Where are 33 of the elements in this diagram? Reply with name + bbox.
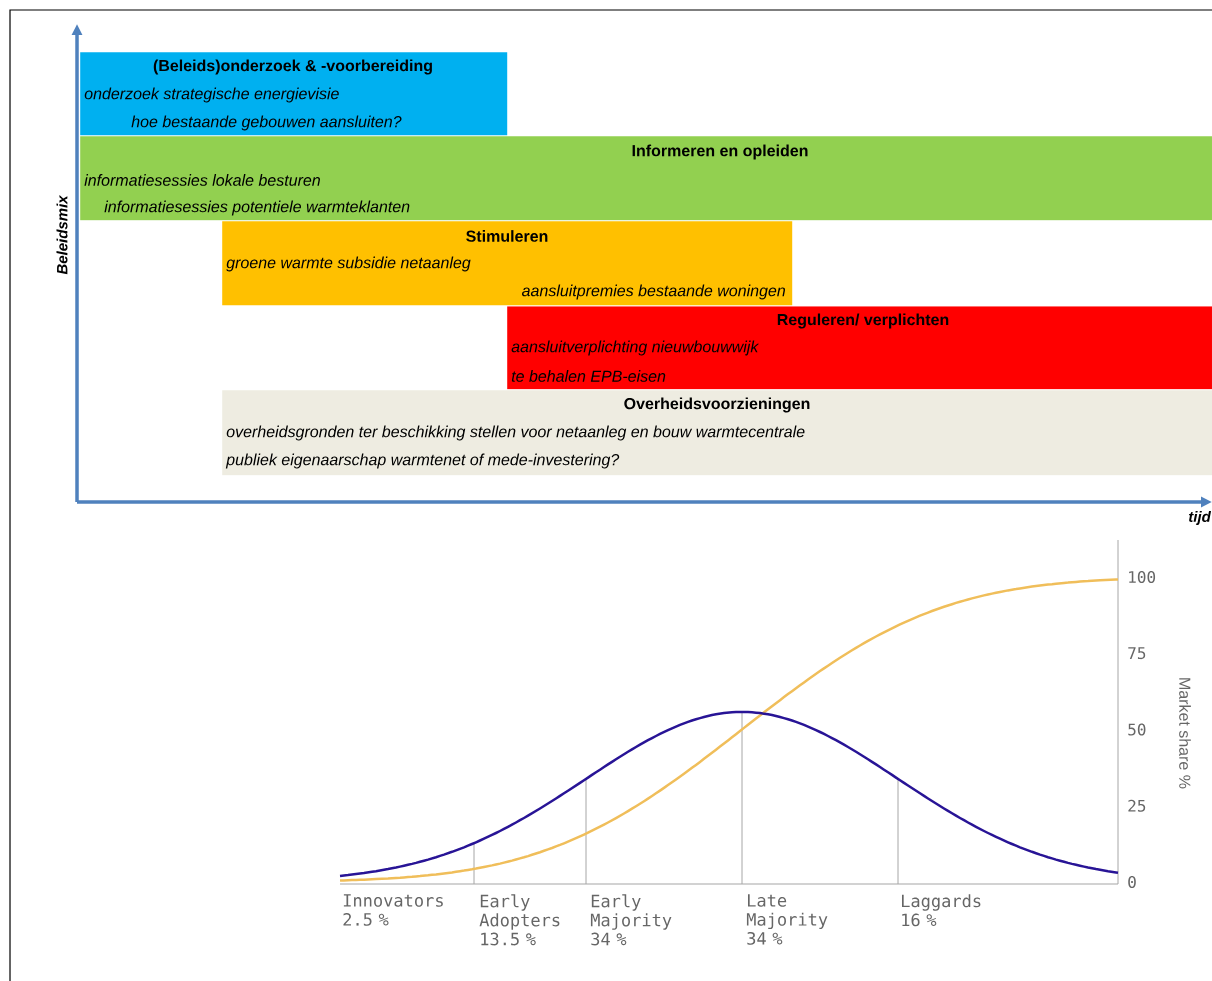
- band-item: groene warmte subsidie netaanleg: [226, 256, 471, 272]
- segment-label: Laggards 16 %: [902, 894, 981, 927]
- policy-band: [507, 306, 1212, 390]
- band-heading: Reguleren/ verplichten: [777, 313, 949, 329]
- segment-label: Innovators 2.5 %: [343, 894, 443, 926]
- band-heading: Informeren en opleiden: [632, 144, 808, 160]
- tick-label: 100: [1129, 570, 1156, 584]
- band-item: informatiesessies potentiele warmteklanten: [104, 200, 410, 216]
- tick-label: 0: [1128, 875, 1136, 889]
- policy-band: [222, 390, 1212, 476]
- band-item: informatiesessies lokale besturen: [84, 174, 320, 186]
- segment-label: Late Majority 34 %: [746, 894, 828, 945]
- band-item: overheidsgronden ter beschikking stellen voor netaanleg en bouw warmtecentrale: [226, 425, 805, 441]
- band-item: hoe bestaande gebouwen aansluiten?: [131, 115, 402, 131]
- tick-label: 75: [1128, 647, 1146, 660]
- tick-label: 50: [1128, 723, 1146, 736]
- axis-label: tijd: [1188, 511, 1212, 525]
- policy-band: [222, 221, 793, 306]
- tick-label: 25: [1128, 799, 1146, 812]
- axis-label: Beleidsmix: [56, 194, 68, 275]
- segment-label: Early Adopters 13.5 %: [479, 894, 560, 946]
- band-item: onderzoek strategische energievisie: [84, 87, 339, 103]
- axis-label: Market share %: [1179, 678, 1191, 789]
- band-item: aansluitpremies bestaande woningen: [522, 284, 785, 300]
- segment-label: Early Majority 34 %: [590, 894, 672, 946]
- band-item: aansluitverplichting nieuwbouwwijk: [511, 340, 760, 356]
- band-heading: Overheidsvoorzieningen: [624, 397, 810, 413]
- band-item: te behalen EPB-eisen: [511, 370, 666, 382]
- band-heading: (Beleids)onderzoek & -voorbereiding: [153, 59, 432, 75]
- band-item: publiek eigenaarschap warmtenet of mede-investering?: [225, 453, 620, 469]
- policy-band: [80, 136, 1212, 221]
- policy-band: [80, 52, 508, 136]
- band-heading: Stimuleren: [466, 230, 548, 242]
